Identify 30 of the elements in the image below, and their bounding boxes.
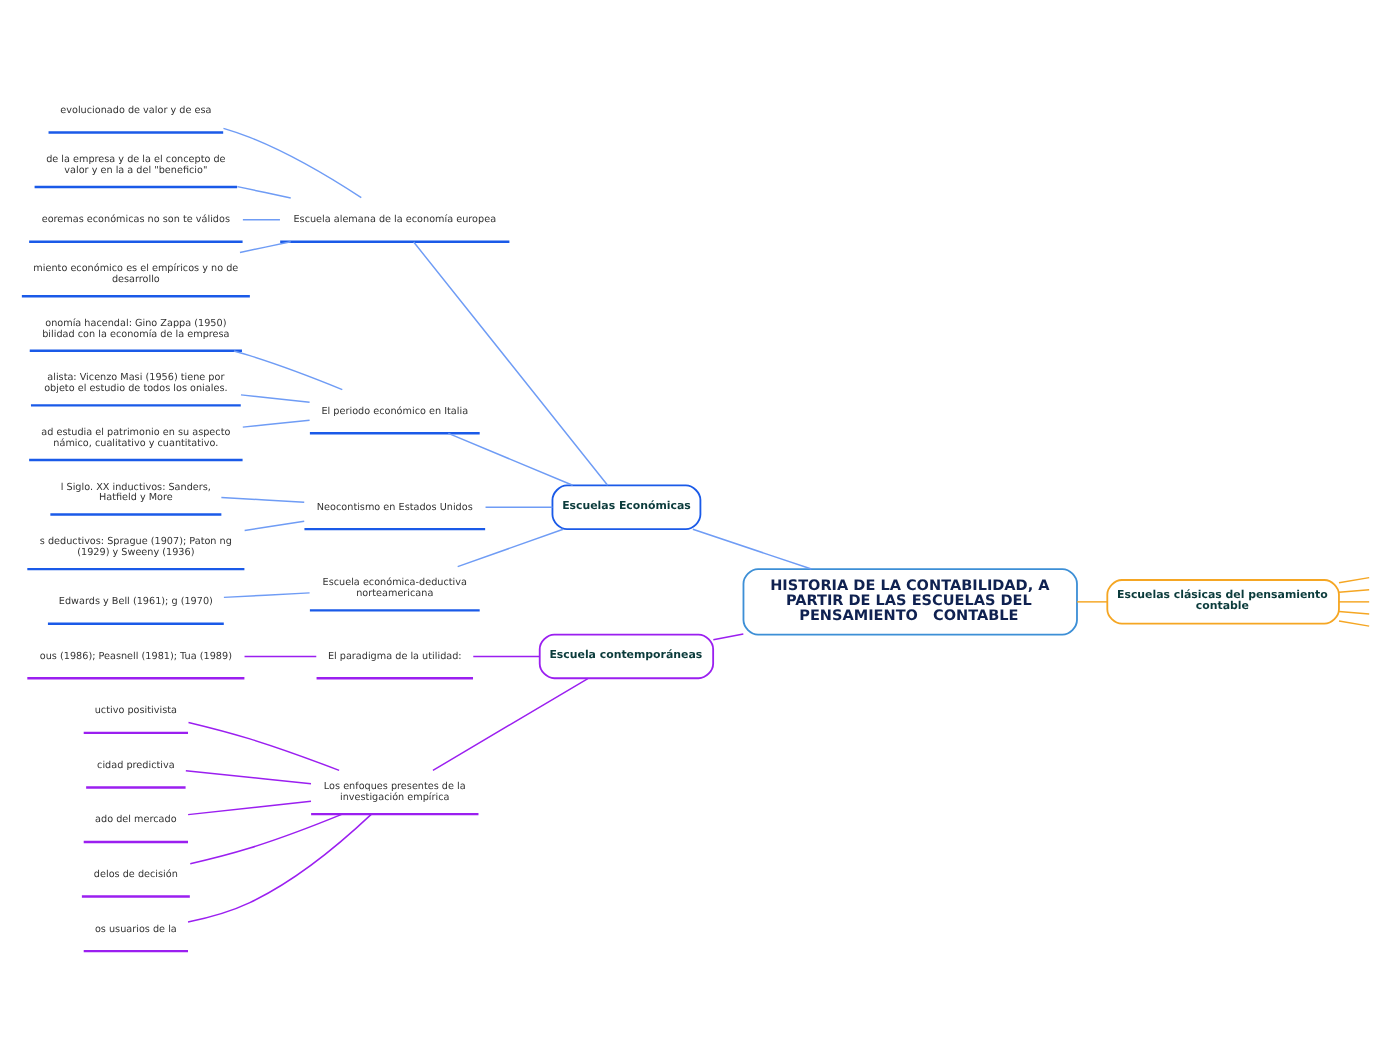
connector bbox=[222, 127, 362, 199]
connector bbox=[1338, 610, 1370, 615]
connector bbox=[1076, 601, 1108, 603]
connector bbox=[220, 496, 305, 503]
connector bbox=[447, 432, 574, 487]
connector bbox=[692, 528, 813, 570]
connector bbox=[239, 241, 292, 254]
connector bbox=[472, 655, 541, 658]
connector bbox=[1338, 576, 1370, 584]
connector bbox=[484, 506, 554, 508]
connector bbox=[187, 800, 312, 816]
connector bbox=[189, 813, 344, 865]
connector bbox=[223, 592, 311, 599]
connector bbox=[1338, 601, 1370, 603]
connector bbox=[242, 419, 311, 428]
connector bbox=[187, 813, 372, 923]
connector bbox=[243, 655, 317, 658]
connector bbox=[1338, 620, 1370, 627]
connector bbox=[233, 350, 344, 391]
connector bbox=[243, 520, 305, 532]
connector bbox=[412, 241, 609, 486]
connector bbox=[185, 769, 312, 785]
connector bbox=[456, 528, 564, 568]
connector bbox=[1338, 589, 1370, 593]
connector bbox=[240, 394, 311, 404]
connector bbox=[242, 219, 281, 221]
connector bbox=[432, 677, 589, 772]
connector bbox=[712, 633, 745, 641]
connector bbox=[236, 185, 292, 199]
connector bbox=[187, 721, 340, 772]
